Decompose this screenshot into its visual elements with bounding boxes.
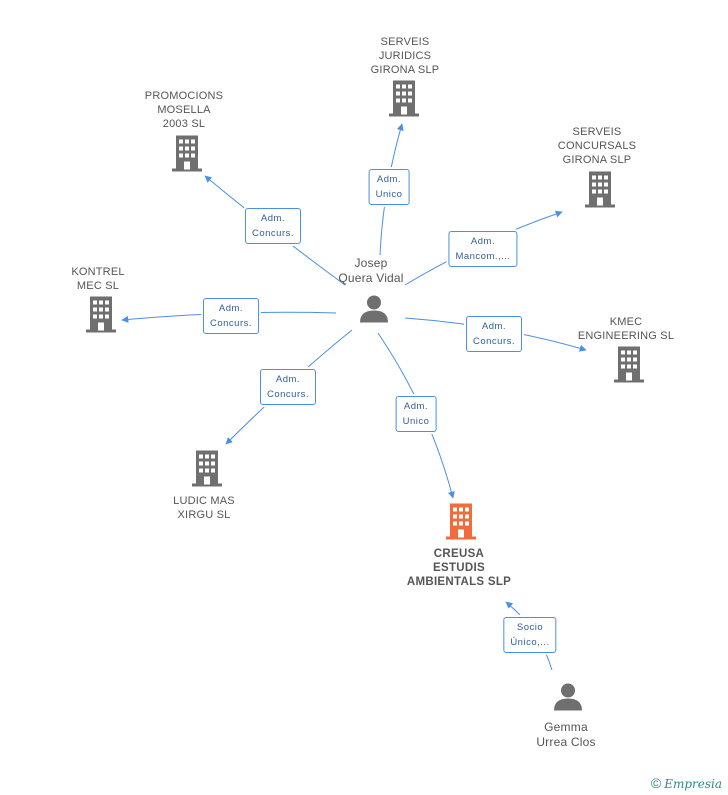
edge-label-ludic[interactable]: Adm. Concurs. (259, 369, 317, 405)
company-label-creusa[interactable]: CREUSA ESTUDIS AMBIENTALS SLP (406, 548, 512, 588)
building-icon[interactable] (172, 135, 202, 177)
person-icon[interactable] (359, 295, 389, 328)
copyright-symbol: © (650, 775, 662, 791)
brand-name: Empresia (664, 777, 722, 791)
person-label-gemma[interactable]: Gemma Urrea Clos (536, 720, 596, 749)
company-label-serveis-concursals[interactable]: SERVEIS CONCURSALS GIRONA SLP (557, 126, 637, 166)
company-label-kontrel[interactable]: KONTREL MEC SL (71, 266, 125, 292)
main-building-icon[interactable] (446, 503, 476, 545)
person-icon[interactable] (553, 683, 583, 716)
building-icon[interactable] (389, 80, 419, 122)
edge-label-creusa[interactable]: Adm. Unico (395, 396, 437, 432)
building-icon[interactable] (585, 171, 615, 213)
edge-label-serveis-juridics[interactable]: Adm. Unico (368, 169, 410, 205)
edge-label-kontrel[interactable]: Adm. Concurs. (202, 298, 260, 334)
edge-label-gemma-creusa[interactable]: Socio Único,... (503, 617, 557, 653)
building-icon[interactable] (614, 346, 644, 388)
edge-label-serveis-concursals[interactable]: Adm. Mancom.,... (448, 231, 518, 267)
person-label-josep[interactable]: Josep Quera Vidal (338, 256, 404, 285)
company-label-kmec[interactable]: KMEC ENGINEERING SL (577, 316, 675, 342)
company-label-serveis-juridics[interactable]: SERVEIS JURIDICS GIRONA SLP (370, 36, 440, 76)
company-label-promocions[interactable]: PROMOCIONS MOSELLA 2003 SL (144, 90, 224, 130)
footer-brand: ©Empresia (651, 775, 722, 791)
edge-label-kmec[interactable]: Adm. Concurs. (465, 316, 523, 352)
edge-label-promocions[interactable]: Adm. Concurs. (244, 208, 302, 244)
building-icon[interactable] (86, 296, 116, 338)
building-icon[interactable] (192, 450, 222, 492)
company-label-ludic[interactable]: LUDIC MAS XIRGU SL (173, 495, 235, 521)
